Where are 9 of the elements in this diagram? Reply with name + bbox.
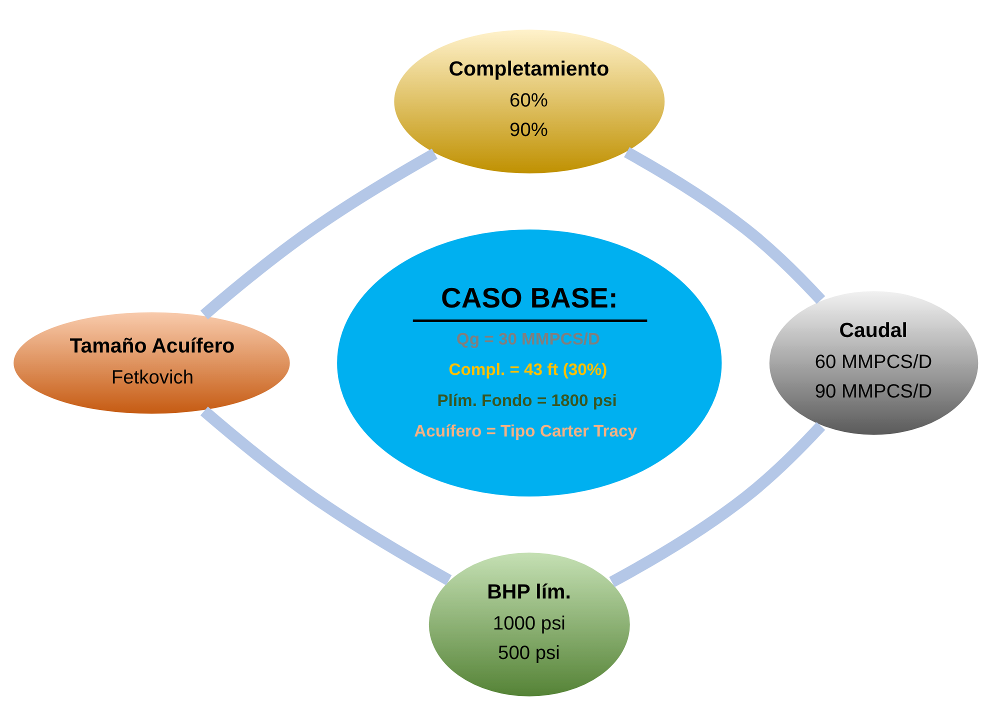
connector bbox=[200, 406, 452, 585]
node-ellipse: Caudal 60 MMPCS/D 90 MMPCS/D bbox=[768, 289, 980, 436]
node-ellipse: Tamaño Acuífero Fetkovich bbox=[12, 310, 292, 414]
connector bbox=[200, 148, 438, 319]
node-ellipse: CASO BASE: Qg = 30 MMPCS/D Compl. = 43 ft (30%) Plím. Fondo = 1800 psi Acuífero = Tipo Carter Tracy bbox=[336, 228, 723, 498]
connector bbox=[624, 146, 826, 304]
connector bbox=[609, 422, 826, 587]
node-ellipse: Completamiento 60% 90% bbox=[392, 28, 666, 174]
node-ellipse: BHP lím. 1000 psi 500 psi bbox=[428, 550, 632, 698]
